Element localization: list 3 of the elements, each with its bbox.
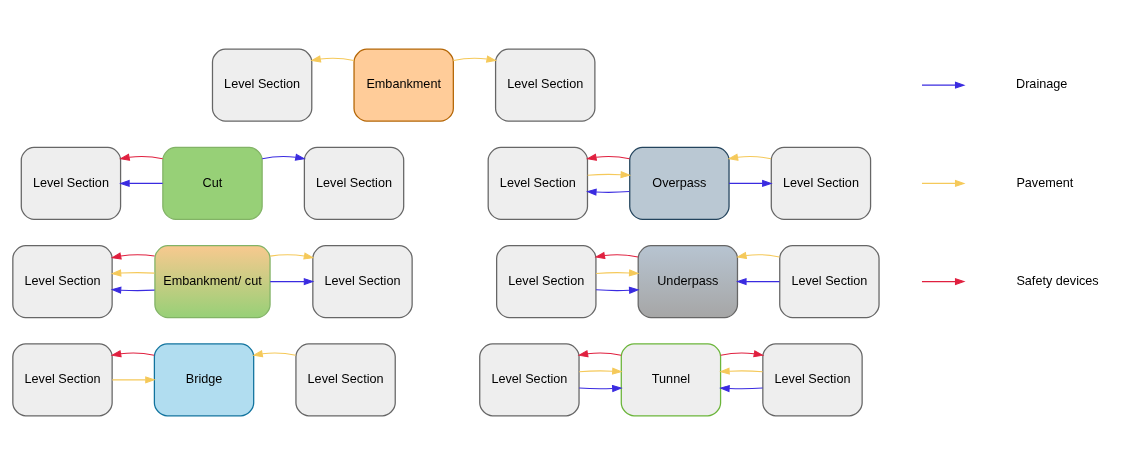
legend-label: Pavement xyxy=(1016,175,1074,190)
legend-label: Safety devices xyxy=(1016,273,1099,288)
legend-label: Drainage xyxy=(1016,76,1068,91)
